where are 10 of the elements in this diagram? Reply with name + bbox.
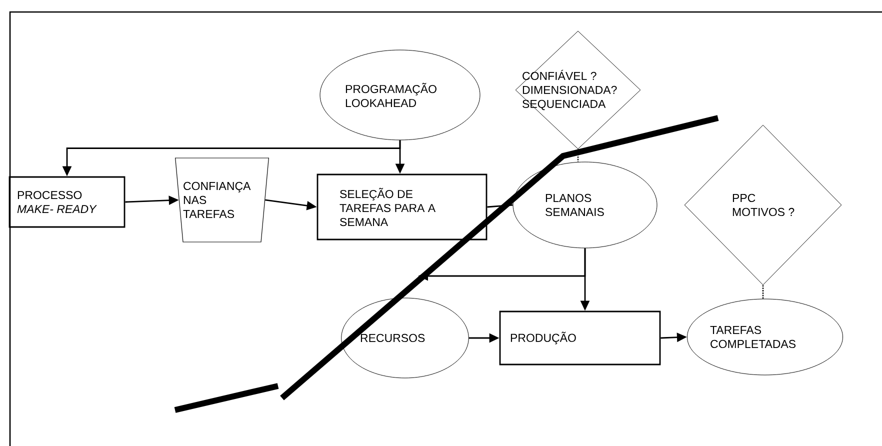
ellipse-node: PLANOS SEMANAIS (512, 162, 658, 248)
ellipse-node: RECURSOS (341, 298, 469, 378)
process-box: PROCESSO MAKE- READY (8, 176, 126, 228)
dotted-line (762, 285, 764, 299)
dotted-line (577, 149, 579, 162)
ellipse-node: TAREFAS COMPLETADAS (686, 298, 844, 376)
ellipse-node: PROGRAMAÇÃO LOOKAHEAD (320, 50, 480, 140)
process-box: SELEÇÃO DE TAREFAS PARA A SEMANA (316, 174, 488, 240)
connector-line (487, 204, 513, 208)
process-box: PRODUÇÃO (499, 310, 661, 366)
